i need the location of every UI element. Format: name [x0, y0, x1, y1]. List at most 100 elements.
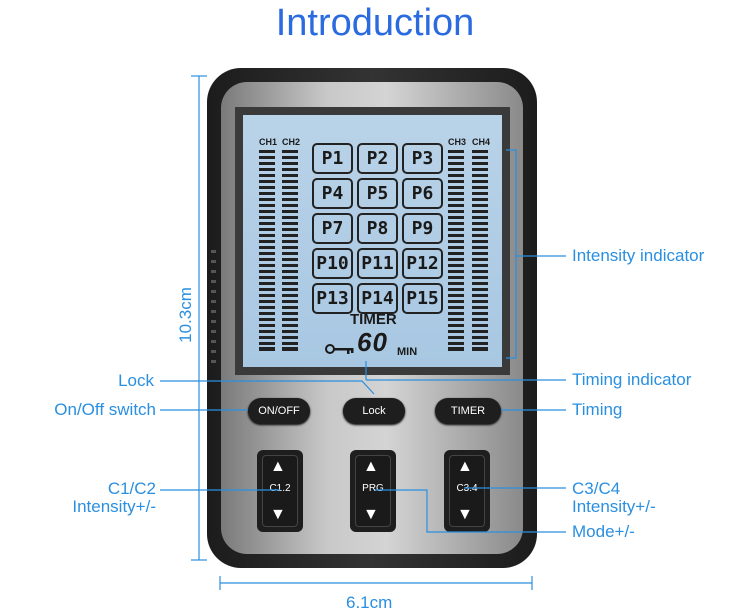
intensity-segment — [448, 257, 464, 262]
intensity-segment — [259, 239, 275, 244]
intensity-segment — [259, 281, 275, 286]
mode-label: Mode+/- — [572, 522, 635, 541]
intensity-segment — [259, 251, 275, 256]
intensity-segment — [259, 197, 275, 202]
intensity-segment — [448, 347, 464, 351]
intensity-segment — [472, 341, 488, 345]
intensity-segment — [259, 305, 275, 309]
onoff-button[interactable]: ON/OFF — [248, 398, 310, 424]
intensity-segment — [282, 281, 298, 286]
intensity-segment — [448, 227, 464, 232]
intensity-segment — [259, 293, 275, 298]
intensity-segment — [259, 257, 275, 262]
intensity-segment — [259, 191, 275, 196]
intensity-segment — [448, 167, 464, 172]
intensity-segment — [448, 251, 464, 256]
intensity-segment — [282, 329, 298, 333]
intensity-segment — [472, 233, 488, 238]
intensity-segment — [448, 191, 464, 196]
intensity-segment — [472, 251, 488, 256]
intensity-segment — [472, 347, 488, 351]
intensity-segment — [472, 269, 488, 274]
intensity-segment — [448, 281, 464, 286]
timing-indicator-label: Timing indicator — [572, 370, 692, 389]
intensity-segment — [259, 173, 275, 178]
program-p5: P5 — [357, 178, 398, 209]
c1c2-intensity-label: Intensity+/- — [72, 497, 156, 516]
program-p4: P4 — [312, 178, 353, 209]
intensity-segment — [472, 203, 488, 208]
intensity-segment — [259, 150, 275, 154]
intensity-segment — [259, 161, 275, 166]
intensity-segment — [472, 299, 488, 303]
lock-button[interactable]: Lock — [343, 398, 405, 424]
intensity-segment — [282, 167, 298, 172]
intensity-segment — [282, 227, 298, 232]
intensity-segment — [259, 245, 275, 250]
height-dimension-label: 10.3cm — [176, 287, 195, 343]
intensity-segment — [472, 209, 488, 214]
intensity-segment — [259, 155, 275, 160]
down-arrow-icon[interactable]: ▼ — [363, 506, 379, 523]
intensity-segment — [282, 293, 298, 298]
intensity-segment — [259, 323, 275, 327]
intensity-segment — [472, 185, 488, 190]
ch4-intensity-bars — [472, 150, 488, 351]
timer-label: TIMER — [350, 311, 397, 328]
intensity-segment — [282, 215, 298, 220]
intensity-segment — [448, 155, 464, 160]
intensity-segment — [259, 215, 275, 220]
program-p13: P13 — [312, 283, 353, 314]
timer-button[interactable]: TIMER — [435, 398, 501, 424]
intensity-segment — [259, 311, 275, 315]
program-p11: P11 — [357, 248, 398, 279]
intensity-segment — [282, 150, 298, 154]
program-p3: P3 — [402, 143, 443, 174]
intensity-segment — [282, 323, 298, 327]
intensity-segment — [472, 317, 488, 321]
down-arrow-icon[interactable]: ▼ — [457, 506, 473, 523]
intensity-segment — [448, 299, 464, 303]
intensity-segment — [448, 335, 464, 339]
intensity-segment — [282, 191, 298, 196]
intensity-segment — [282, 299, 298, 303]
program-p8: P8 — [357, 213, 398, 244]
ch4-label: CH4 — [472, 137, 491, 147]
program-p14: P14 — [357, 283, 398, 314]
down-arrow-icon[interactable]: ▼ — [270, 506, 286, 523]
intensity-segment — [282, 347, 298, 351]
intensity-segment — [448, 293, 464, 298]
c12-label: C1.2 — [269, 483, 291, 494]
program-p6: P6 — [402, 178, 443, 209]
intensity-segment — [282, 263, 298, 268]
intensity-segment — [448, 150, 464, 154]
prg-mode-rocker[interactable]: ▲ PRG ▼ — [350, 450, 396, 532]
left-grip — [211, 250, 216, 363]
intensity-segment — [282, 155, 298, 160]
timer-value: 60 — [357, 327, 388, 357]
intensity-segment — [282, 173, 298, 178]
up-arrow-icon[interactable]: ▲ — [270, 458, 286, 475]
intensity-segment — [259, 221, 275, 226]
c12-intensity-rocker[interactable]: ▲ C1.2 ▼ — [257, 450, 303, 532]
intensity-segment — [282, 251, 298, 256]
up-arrow-icon[interactable]: ▲ — [457, 458, 473, 475]
program-p12: P12 — [402, 248, 443, 279]
intensity-segment — [448, 179, 464, 184]
intensity-segment — [259, 347, 275, 351]
up-arrow-icon[interactable]: ▲ — [363, 458, 379, 475]
c3c4-intensity-label: Intensity+/- — [572, 497, 656, 516]
ch3-intensity-bars — [448, 150, 464, 351]
intensity-segment — [448, 203, 464, 208]
intensity-segment — [472, 281, 488, 286]
intensity-segment — [448, 185, 464, 190]
program-p10: P10 — [312, 248, 353, 279]
intensity-segment — [282, 179, 298, 184]
intensity-segment — [259, 287, 275, 292]
intensity-segment — [472, 221, 488, 226]
intensity-segment — [448, 221, 464, 226]
intensity-segment — [472, 167, 488, 172]
intensity-segment — [472, 179, 488, 184]
onoff-switch-label: On/Off switch — [54, 400, 156, 419]
